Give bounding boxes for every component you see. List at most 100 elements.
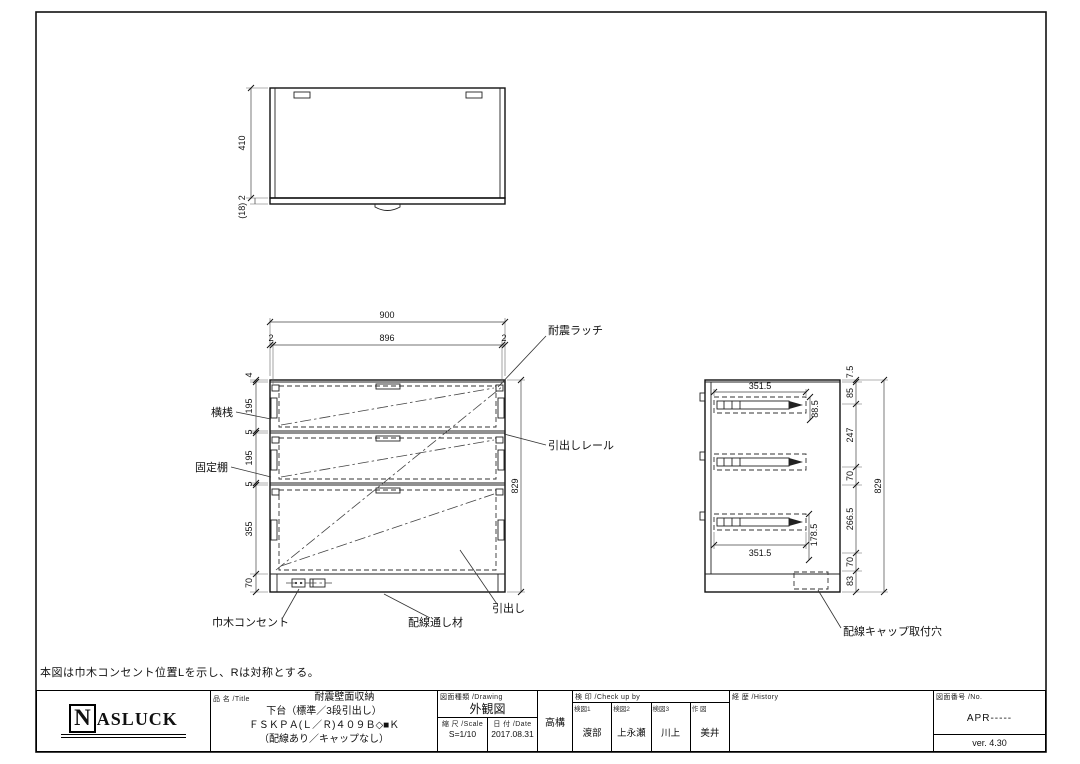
category-cell: 高構 [538,691,573,751]
dim-side-height: 829 [873,478,883,493]
top-view-dimensions: 410 (18) 2 [237,84,268,219]
label-drawer: 引出し [492,601,525,615]
drafter: 作 図 美井 [689,703,729,751]
history-header: 経 歴 /History [732,694,779,701]
title-block: N ASLUCK 品 名 /Title 耐震壁面収納 下台（標準／3段引出し） … [36,690,1046,752]
product-title-line2: 下台（標準／3段引出し） [266,706,382,717]
skirting-outlet [286,578,332,588]
drawer-2 [278,437,497,480]
front-view: 900 2 896 2 [195,310,614,629]
checker-1-role: 検図1 [574,706,591,713]
front-view-body [269,379,506,593]
top-view-body [269,87,506,199]
dim-rail-top-offset: 88.5 [810,400,820,418]
front-view-dimensions: 900 2 896 2 [244,310,525,596]
dim-front-shelf1: 5 [244,429,254,434]
nasluck-logo: N ASLUCK [61,704,186,738]
drawing-version: ver. 4.30 [972,738,1007,748]
side-rail-2 [713,453,807,471]
front-view-labels: 横桟 固定棚 耐震ラッチ 引出しレール 引出し 巾木コンセント 配線通し材 [195,324,614,629]
drawer-3 [278,489,497,571]
side-rail-1 [713,396,807,414]
drafter-role: 作 図 [691,706,707,713]
dim-side-h1: 7.5 [845,366,855,379]
label-wiring-cap-hole: 配線キャップ取付穴 [843,624,942,638]
scale-value: S=1/10 [448,729,477,739]
drawing-frame [35,11,1047,753]
drafter-name: 美井 [700,728,720,739]
dim-rail-bottom-length: 351.5 [749,548,772,558]
dim-side-h5: 266.5 [845,508,855,531]
checker-1: 検図1 渡部 [573,703,611,751]
check-header: 検 印 /Check up by [575,694,641,701]
latch-hardware-right [465,91,483,99]
drawing-type-header: 図面種類 /Drawing [440,694,503,701]
dim-rail-bottom-offset: 178.5 [809,524,819,547]
dim-front-shelf2: 5 [244,481,254,486]
drawer-1-handle [375,383,401,390]
dim-front-height: 829 [510,478,520,493]
dim-rail-top-length: 351.5 [749,381,772,391]
drawer-2-handle [375,435,401,442]
side-view-dimensions: 351.5 88.5 178.5 351.5 [710,366,888,596]
top-view-front-panel [269,197,506,205]
dim-front-inner-width: 896 [379,333,394,343]
scale-cell: 縮 尺 /Scale S=1/10 [438,718,487,751]
dim-side-h3: 247 [845,427,855,442]
dim-front-gap-right: 2 [501,333,506,343]
checker-3-name: 川上 [661,728,681,739]
side-view: 351.5 88.5 178.5 351.5 [699,366,942,638]
symmetry-note: 本図は巾木コンセント位置Lを示し、Rは対称とする。 [40,667,320,679]
scale-header: 縮 尺 /Scale [441,721,484,728]
dim-front-drawer1: 195 [244,398,254,413]
drawing-number-value: APR----- [934,702,1045,735]
drawing-number-header: 図面番号 /No. [936,694,983,701]
drawer-centerlines [275,385,504,571]
dim-front-width: 900 [379,310,394,320]
top-view: 410 (18) 2 [237,84,506,219]
checker-1-name: 渡部 [582,728,602,739]
label-crossbar: 横桟 [211,405,233,419]
logo-n-mark: N [69,704,96,733]
label-skirting-outlet: 巾木コンセント [212,615,289,629]
side-view-labels: 配線キャップ取付穴 [817,589,942,638]
label-wiring-member: 配線通し材 [408,615,463,629]
checker-3: 検図3 川上 [650,703,690,751]
date-cell: 日 付 /Date 2017.08.31 [487,718,537,751]
logo-wordmark: ASLUCK [96,709,178,730]
dim-side-h2: 85 [845,388,855,398]
latch-hardware-left [293,91,311,99]
label-fixed-shelf: 固定棚 [195,460,228,474]
date-header: 日 付 /Date [493,721,532,728]
check-cell: 検 印 /Check up by 検図1 渡部 検図2 上永瀬 検図3 川上 作… [573,691,730,751]
label-seismic-latch: 耐震ラッチ [548,324,603,337]
handle-top-view [374,204,401,211]
checker-2: 検図2 上永瀬 [611,703,650,751]
title-header: 品 名 /Title [213,695,250,703]
drawing-type-value: 外観図 [469,702,506,716]
wiring-cap-hole [793,571,829,590]
category-value: 高構 [545,717,565,729]
drawer-slide-hardware [270,397,505,541]
dim-front-drawer3: 355 [244,521,254,536]
logo: N ASLUCK [37,691,211,751]
drawer-3-handle [375,487,401,494]
title-cell: 品 名 /Title 耐震壁面収納 下台（標準／3段引出し） ＦＳＫＰＡ(Ｌ／Ｒ… [211,691,438,751]
dim-front-h-top: 4 [244,372,254,377]
checker-2-name: 上永瀬 [617,728,646,739]
dim-side-h7: 83 [845,576,855,586]
drawing-number-cell: 図面番号 /No. APR----- ver. 4.30 [934,691,1045,751]
side-view-body [704,379,841,593]
dim-front-drawer2: 195 [244,450,254,465]
dim-side-h4: 70 [845,471,855,481]
history-cell: 経 歴 /History [730,691,934,751]
dim-side-h6: 70 [845,557,855,567]
dim-top-front-edge: (18) 2 [237,195,247,219]
checker-3-role: 検図3 [652,706,670,713]
product-title-line4: （配線あり／キャップなし） [259,734,389,745]
dim-front-gap-left: 2 [268,333,273,343]
product-model-code: ＦＳＫＰＡ(Ｌ／Ｒ)４０９Ｂ◇■Ｋ [248,720,400,731]
drawer-1 [278,385,497,428]
seismic-latches [271,384,504,496]
